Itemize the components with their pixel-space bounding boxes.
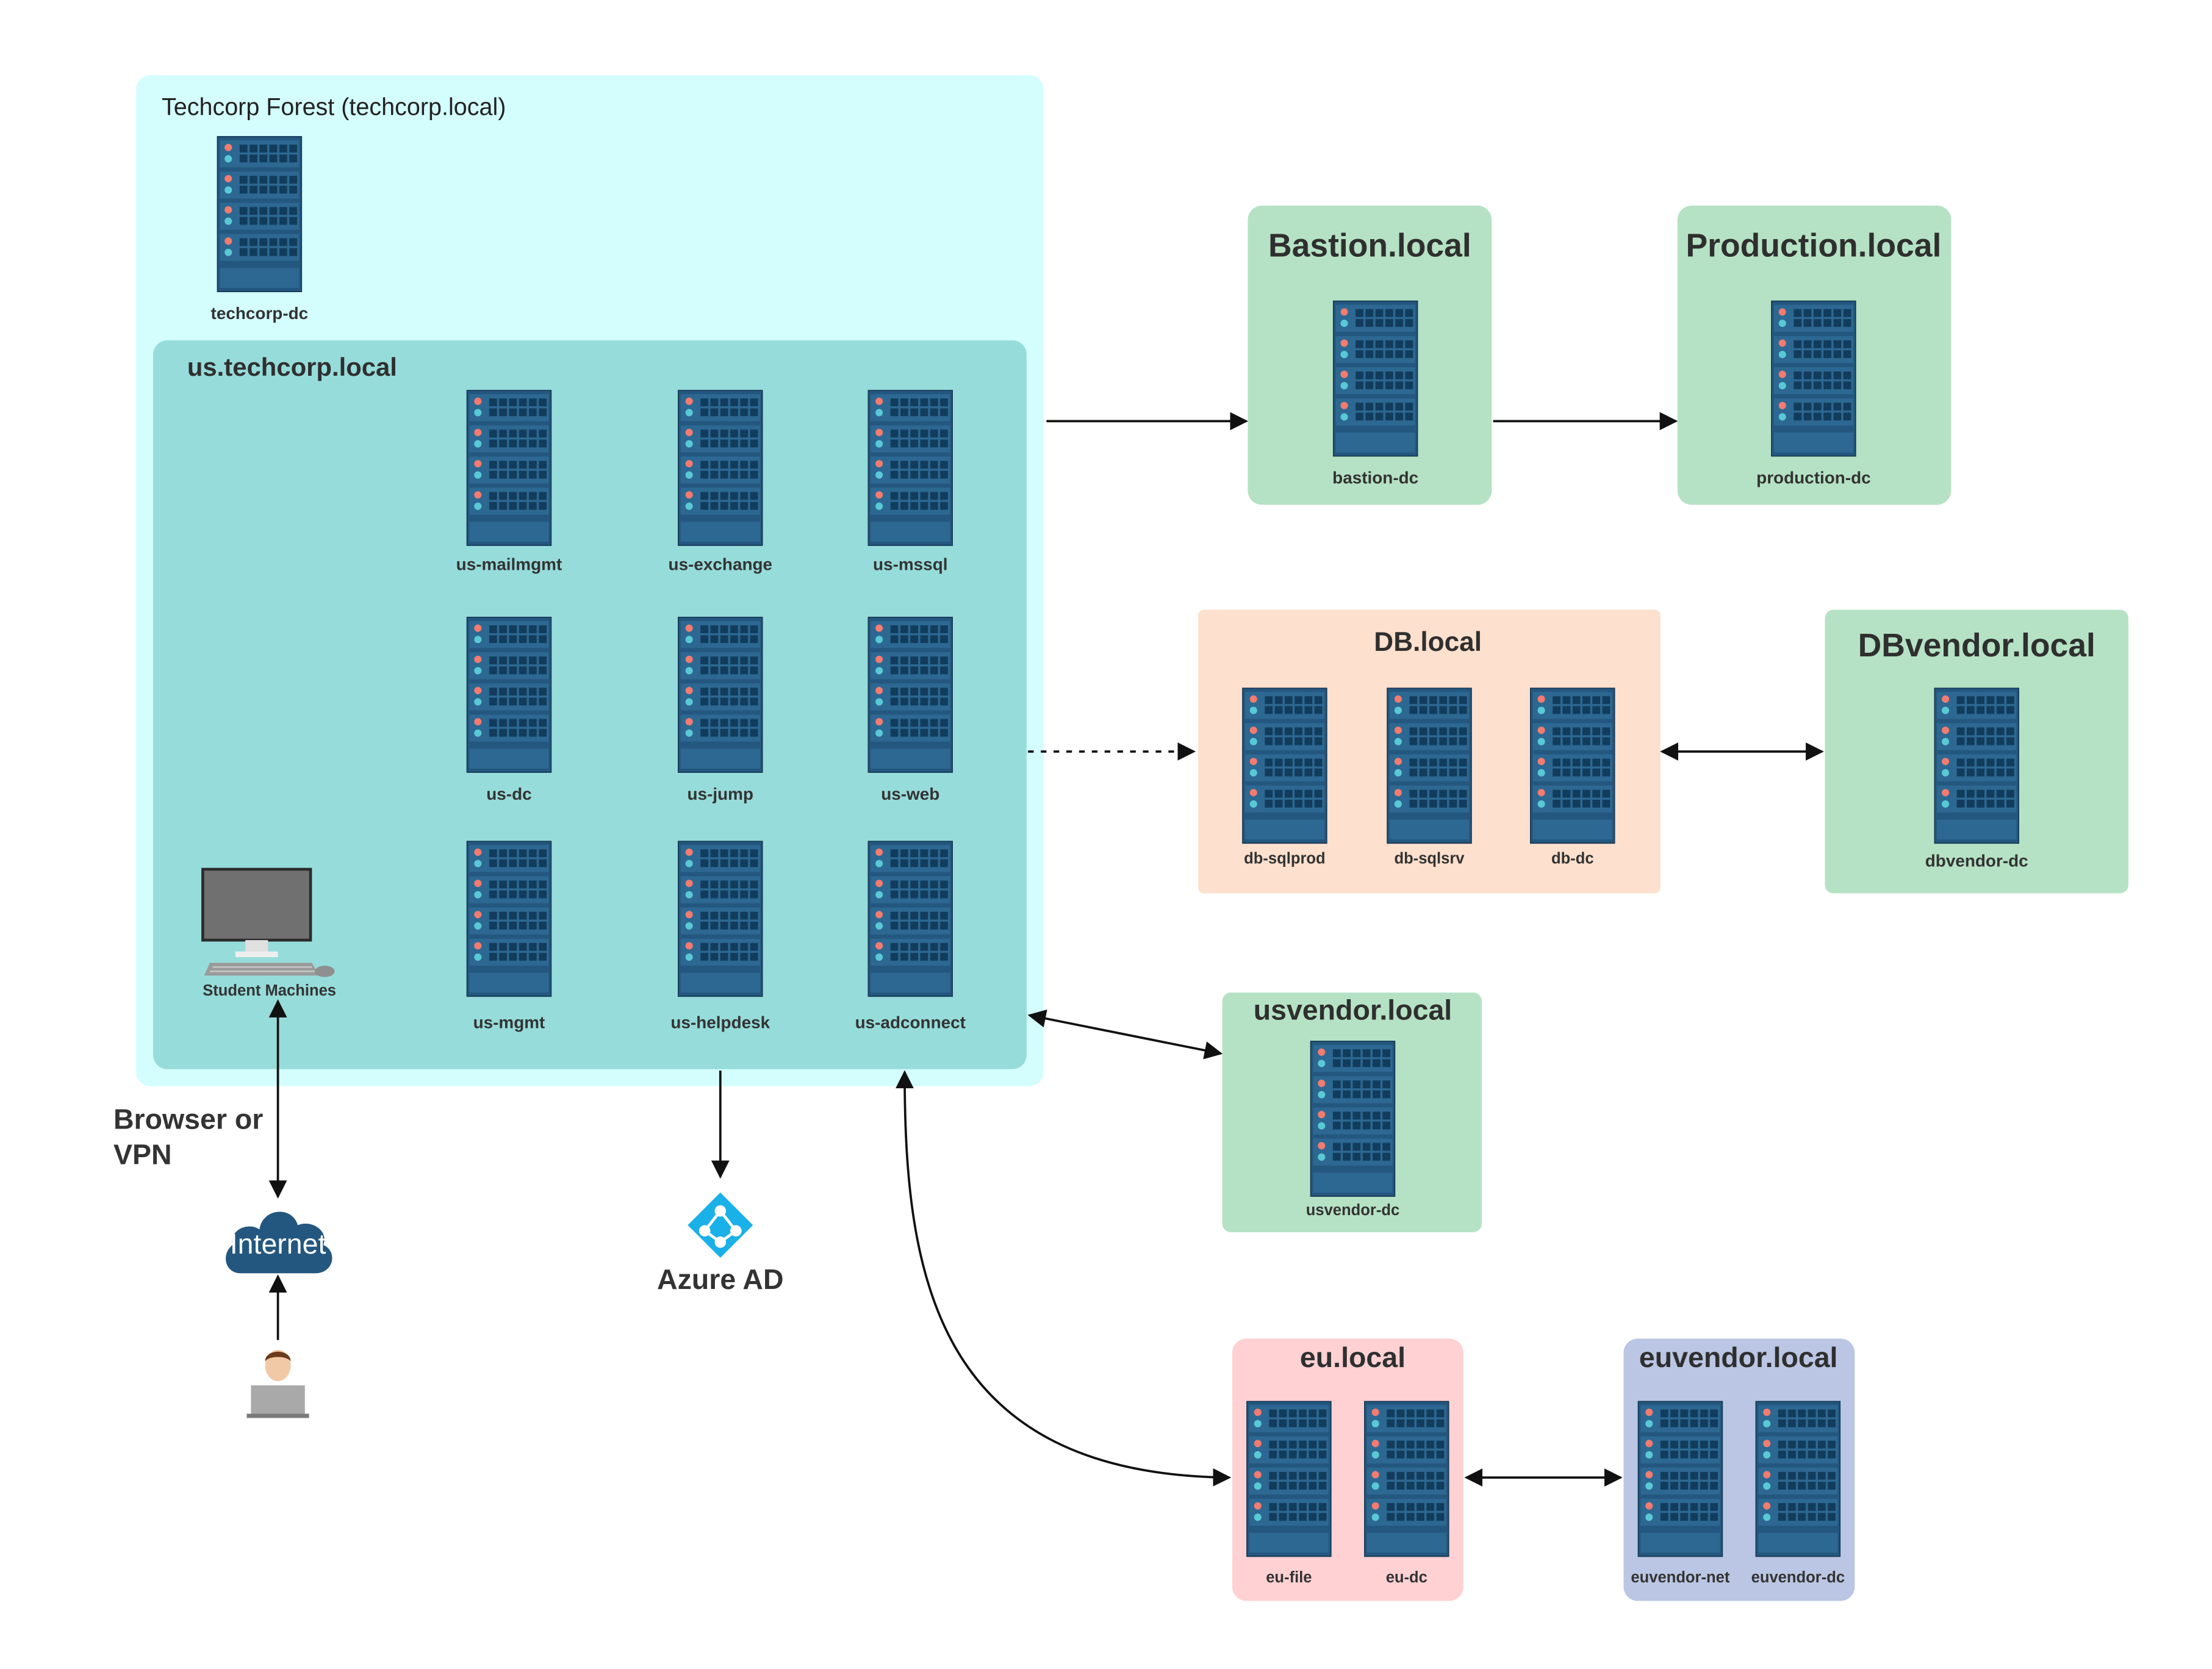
us-title: us.techcorp.local [187,353,397,382]
server-label: production-dc [1756,468,1871,488]
server-label: db-dc [1551,850,1594,868]
server-icon [1364,1401,1449,1557]
azure-ad-icon [686,1191,755,1260]
server-label: usvendor-dc [1305,1202,1400,1220]
server-label: techcorp-dc [210,303,309,323]
production-title: Production.local [1686,226,1942,264]
cloud-icon [221,1200,335,1274]
student-machines-label: Student Machines [203,982,337,1000]
user-laptop-icon [246,1344,309,1421]
server-label: us-dc [486,784,532,804]
server-label: db-sqlsrv [1394,850,1465,868]
server-icon [867,841,953,997]
server-icon [1771,300,1856,457]
server-icon [466,617,552,773]
server-label: us-mssql [873,554,948,575]
server-label: us-exchange [668,554,773,575]
euvendor-title: euvendor.local [1639,1343,1838,1374]
arrow-us-usvendor [1027,1010,1223,1060]
server-label: us-helpdesk [670,1012,770,1033]
server-icon [1530,687,1615,844]
dbvendor-title: DBvendor.local [1858,626,2095,664]
usvendor-title: usvendor.local [1253,995,1453,1027]
server-label: us-mailmgmt [456,554,562,575]
internet-label: Internet [229,1229,326,1261]
azure-ad-label: Azure AD [657,1265,784,1296]
server-icon [1332,300,1418,457]
computer-icon [198,867,340,985]
server-label: us-jump [687,784,754,804]
server-icon [1310,1041,1396,1197]
forest-title: Techcorp Forest (techcorp.local) [161,93,506,121]
server-label: eu-dc [1385,1570,1427,1587]
server-icon [867,617,953,773]
bastion-title: Bastion.local [1268,226,1471,264]
server-icon [217,136,303,292]
server-label: us-web [881,784,940,804]
server-label: dbvendor-dc [1925,850,2028,871]
server-label: db-sqlprod [1244,850,1326,868]
server-icon [1637,1401,1723,1557]
server-label: us-mgmt [473,1012,545,1033]
eu-title: eu.local [1299,1343,1406,1374]
server-icon [678,617,763,773]
server-icon [867,390,953,546]
server-icon [1242,687,1327,844]
server-label: euvendor-dc [1751,1570,1845,1587]
server-icon [1755,1401,1841,1557]
server-icon [466,390,552,546]
server-label: euvendor-net [1631,1570,1730,1587]
server-label: us-adconnect [855,1012,966,1033]
server-icon [678,390,763,546]
server-icon [1387,687,1472,844]
server-label: eu-file [1266,1570,1312,1587]
arrow-us-eu [896,1070,1232,1487]
server-label: bastion-dc [1332,468,1419,488]
db-title: DB.local [1374,628,1482,658]
server-icon [1246,1401,1332,1557]
server-icon [678,841,763,997]
server-icon [1934,687,2019,844]
server-icon [466,841,552,997]
browser-vpn-label: Browser or VPN [113,1104,264,1172]
